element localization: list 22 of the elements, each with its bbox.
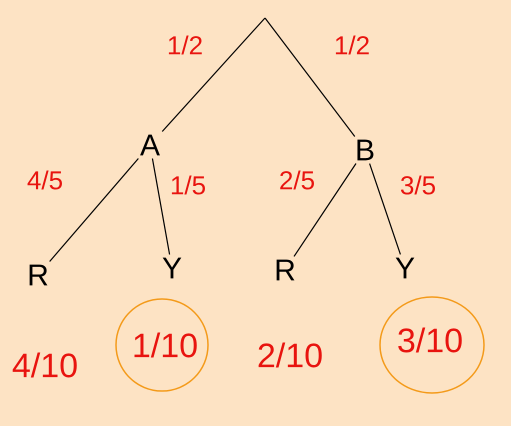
branch-line [369, 163, 401, 255]
branch-line [49, 158, 139, 262]
branch-line [152, 158, 170, 255]
edge-label: 2/5 [278, 169, 316, 191]
edge-label: 1/2 [166, 34, 204, 56]
edge-label: 4/5 [26, 169, 64, 191]
edge-label: 3/5 [398, 174, 438, 196]
outcome-letter: A [140, 134, 160, 156]
outcome-letter: Y [162, 258, 182, 278]
outcome-letter: Y [396, 258, 414, 278]
outcome-letter: R [276, 260, 294, 280]
branch-line [162, 18, 266, 132]
probability-fraction: 1/10 [134, 332, 197, 358]
probability-fraction: 2/10 [258, 342, 322, 368]
branch-line [294, 163, 356, 257]
outcome-letter: R [30, 264, 48, 286]
branch-line [264, 18, 356, 137]
outcome-letter: B [357, 140, 374, 160]
edge-label: 1/5 [168, 174, 208, 196]
edge-label: 1/2 [332, 34, 372, 56]
probability-fraction: 3/10 [398, 328, 462, 352]
probability-fraction: 4/10 [12, 352, 77, 378]
